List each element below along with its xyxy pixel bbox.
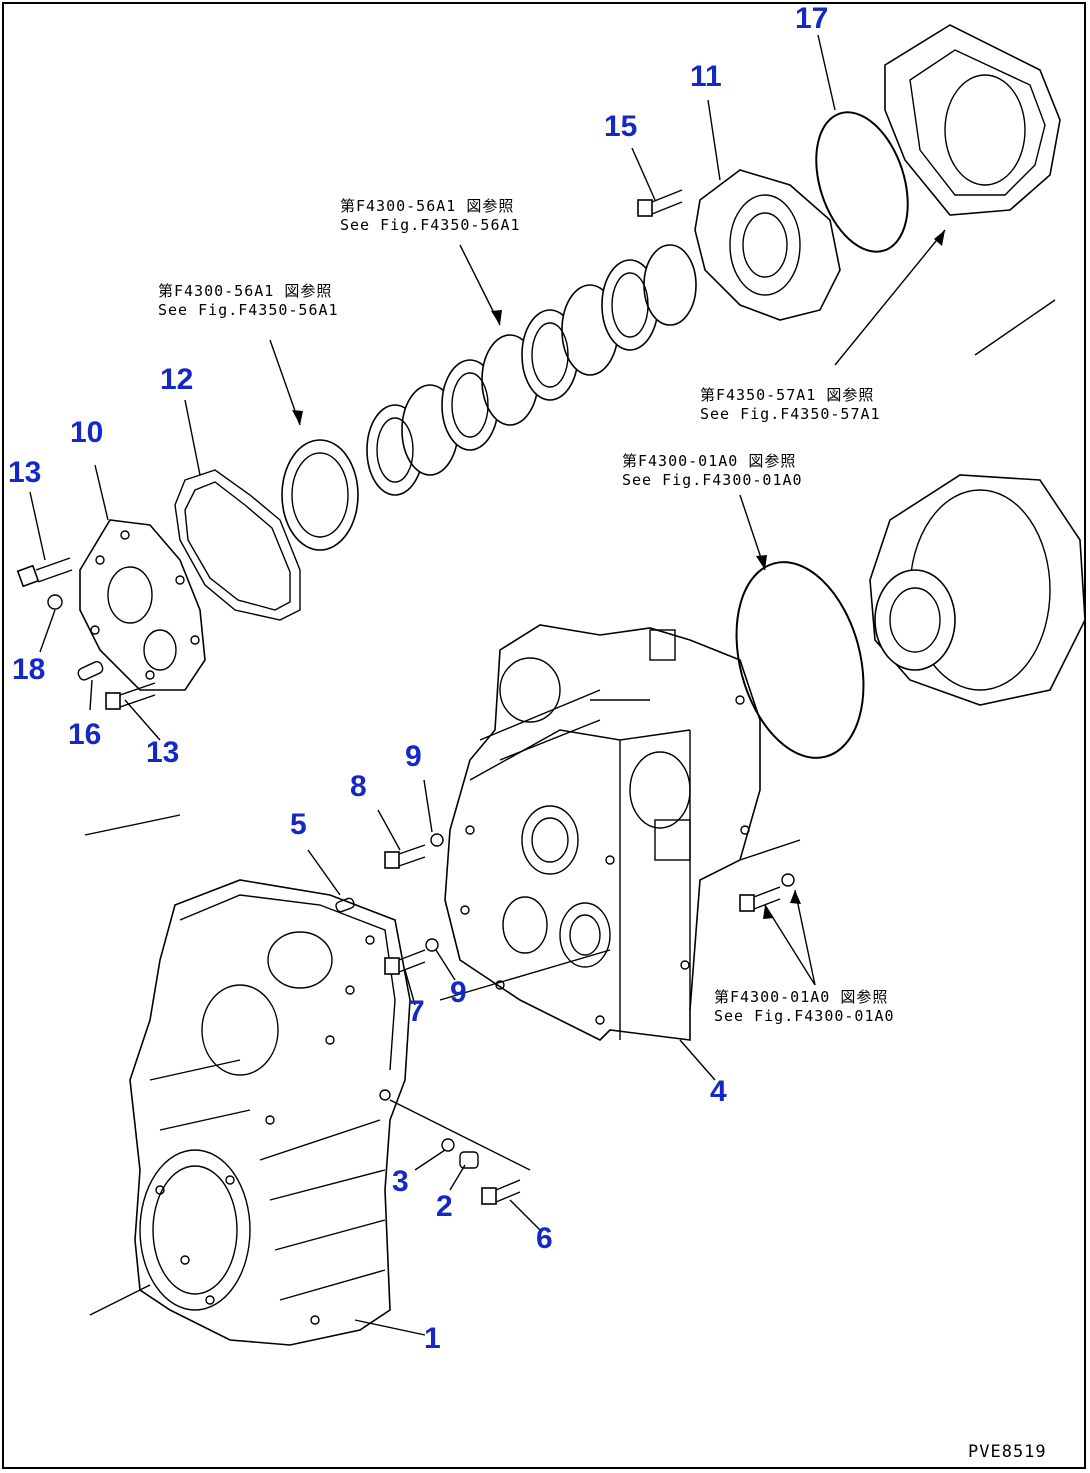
part-label-16: 16 (68, 718, 102, 751)
part-label-18: 18 (12, 653, 46, 686)
rear-cover (884, 24, 1061, 216)
part-label-4: 4 (710, 1075, 727, 1108)
part-label-11: 11 (690, 60, 722, 93)
leader-lines (29, 34, 1056, 1336)
part-label-3: 3 (392, 1165, 409, 1198)
clutch-discs (281, 244, 697, 551)
reference-note-2-en: See Fig.F4350-56A1 (340, 216, 521, 234)
part-label-15: 15 (604, 110, 638, 143)
reference-note-4-jp: 第F4300-01A0 図参照 (622, 452, 797, 470)
part-label-9-lower: 9 (450, 976, 467, 1009)
gasket-part-12 (174, 469, 301, 621)
part-label-10: 10 (70, 416, 104, 449)
reference-note-4: 第F4300-01A0 図参照 See Fig.F4300-01A0 (622, 452, 803, 490)
drawing-code: PVE8519 (968, 1442, 1047, 1462)
reference-note-3-en: See Fig.F4350-57A1 (700, 405, 881, 423)
part-label-9-upper: 9 (405, 740, 422, 773)
reference-note-3-jp: 第F4350-57A1 図参照 (700, 386, 875, 404)
torque-converter (869, 474, 1086, 706)
part-label-5: 5 (290, 808, 307, 841)
part-label-7: 7 (408, 995, 425, 1028)
part-label-1: 1 (424, 1322, 441, 1355)
reference-note-1-en: See Fig.F4350-56A1 (158, 301, 339, 319)
cover-part-10 (79, 519, 206, 691)
reference-note-1-jp: 第F4300-56A1 図参照 (158, 282, 333, 300)
part-label-12: 12 (160, 363, 194, 396)
part-label-2: 2 (436, 1190, 453, 1223)
reference-note-5-jp: 第F4300-01A0 図参照 (714, 988, 889, 1006)
housing-part-11 (694, 169, 841, 321)
reference-note-4-en: See Fig.F4300-01A0 (622, 471, 803, 489)
reference-note-2: 第F4300-56A1 図参照 See Fig.F4350-56A1 (340, 197, 521, 235)
reference-note-3: 第F4350-57A1 図参照 See Fig.F4350-57A1 (700, 386, 881, 424)
part-label-17: 17 (795, 2, 829, 35)
reference-note-5-en: See Fig.F4300-01A0 (714, 1007, 895, 1025)
part-label-8: 8 (350, 770, 367, 803)
transmission-case-part-1 (129, 879, 411, 1346)
transfer-case-part-4 (444, 624, 761, 1041)
reference-note-1: 第F4300-56A1 図参照 See Fig.F4350-56A1 (158, 282, 339, 320)
part-label-14: 13 (8, 456, 42, 489)
bolts (16, 189, 795, 1205)
part-label-13: 13 (146, 736, 180, 769)
reference-note-5: 第F4300-01A0 図参照 See Fig.F4300-01A0 (714, 988, 895, 1026)
o-ring-part-17 (815, 111, 909, 253)
reference-note-2-jp: 第F4300-56A1 図参照 (340, 197, 515, 215)
part-label-6: 6 (536, 1222, 553, 1255)
large-o-ring (735, 561, 865, 759)
